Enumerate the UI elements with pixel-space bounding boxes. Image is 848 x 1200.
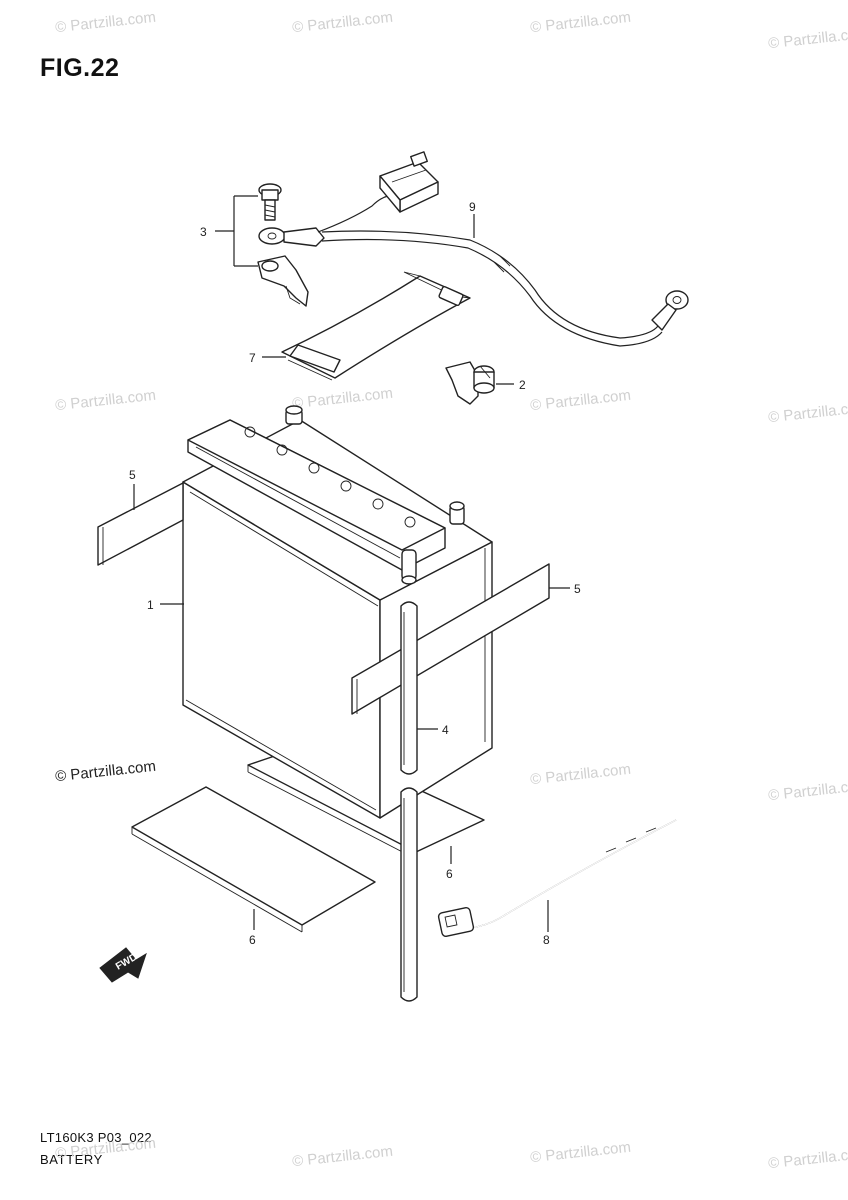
part-9-battery-cable (258, 151, 689, 347)
callout-8: 8 (543, 933, 550, 947)
model-code: LT160K3 P03_022 (40, 1130, 152, 1145)
part-3-bolt-set (257, 183, 309, 307)
callout-1: 1 (147, 598, 154, 612)
part-2-terminal-bolt (445, 361, 495, 405)
callout-9: 9 (469, 200, 476, 214)
part-9-connector (379, 151, 439, 213)
callout-2: 2 (519, 378, 526, 392)
callout-4: 4 (442, 723, 449, 737)
part-6-pad-front (131, 786, 376, 933)
callout-3: 3 (200, 225, 207, 239)
callout-6-rear: 6 (446, 867, 453, 881)
part-8-lead-wire (437, 819, 677, 938)
callout-5-left: 5 (129, 468, 136, 482)
part-1-battery (182, 405, 493, 819)
callout-labels: 3 9 7 2 5 5 1 4 6 6 8 (129, 200, 581, 947)
leader-lines (133, 195, 570, 932)
forward-arrow: FWD (99, 947, 147, 983)
part-7-battery-strap (281, 271, 471, 381)
callout-6-front: 6 (249, 933, 256, 947)
callout-7: 7 (249, 351, 256, 365)
part-5-strip-left (97, 482, 184, 566)
part-4-breather-tube (400, 601, 418, 1002)
callout-5-right: 5 (574, 582, 581, 596)
figure-title: FIG.22 (40, 54, 120, 82)
section-name: BATTERY (40, 1152, 103, 1167)
